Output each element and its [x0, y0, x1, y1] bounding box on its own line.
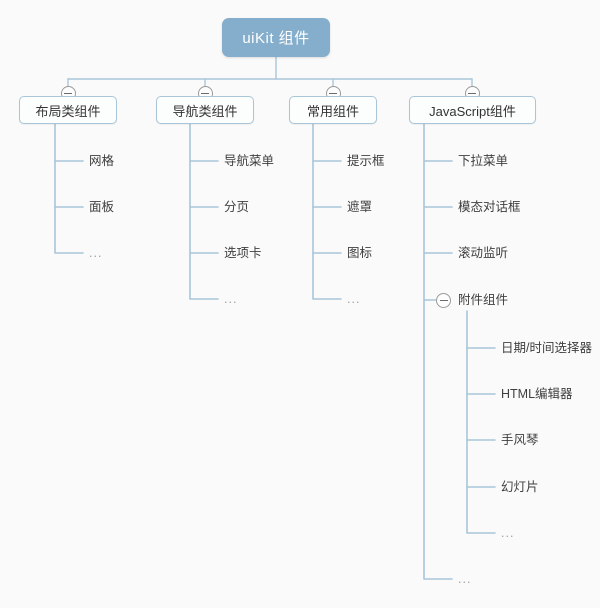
spine-branch-4 [423, 123, 453, 580]
leaf-datetime-picker[interactable]: 日期/时间选择器 [501, 341, 592, 355]
root-node[interactable]: uiKit 组件 [222, 18, 330, 57]
leaf-dropdown[interactable]: 下拉菜单 [458, 154, 509, 168]
branch-node-javascript[interactable]: JavaScript组件 [409, 96, 536, 124]
leaf-tabs[interactable]: 选项卡 [224, 246, 262, 260]
subbranch-node-attachment[interactable]: 附件组件 [458, 293, 509, 307]
leaf-more-common[interactable]: ... [347, 292, 361, 306]
leaf-html-editor[interactable]: HTML编辑器 [501, 387, 573, 401]
leaf-pagination[interactable]: 分页 [224, 200, 250, 214]
leaf-more-layout[interactable]: ... [89, 246, 103, 260]
leaf-more-javascript[interactable]: ... [458, 572, 472, 586]
leaf-scrollspy[interactable]: 滚动监听 [458, 246, 509, 260]
spine-branch-2 [189, 123, 219, 300]
leaf-icon[interactable]: 图标 [347, 246, 373, 260]
branch-node-navigation[interactable]: 导航类组件 [156, 96, 254, 124]
leaf-tooltip[interactable]: 提示框 [347, 154, 385, 168]
leaf-mask[interactable]: 遮罩 [347, 200, 373, 214]
leaf-panel[interactable]: 面板 [89, 200, 115, 214]
leaf-modal[interactable]: 模态对话框 [458, 200, 521, 214]
branch-node-layout[interactable]: 布局类组件 [19, 96, 117, 124]
leaf-carousel[interactable]: 幻灯片 [501, 480, 539, 494]
leaf-grid[interactable]: 网格 [89, 154, 115, 168]
branch-node-common[interactable]: 常用组件 [289, 96, 377, 124]
leaf-more-navigation[interactable]: ... [224, 292, 238, 306]
leaf-more-attachment[interactable]: ... [501, 526, 515, 540]
spine-branch-1 [54, 123, 84, 254]
spine-subbranch [466, 310, 496, 534]
minus-circle-icon-attachment[interactable] [436, 292, 451, 308]
leaf-accordion[interactable]: 手风琴 [501, 433, 539, 447]
leaf-nav-menu[interactable]: 导航菜单 [224, 154, 275, 168]
spine-branch-3 [312, 123, 342, 300]
